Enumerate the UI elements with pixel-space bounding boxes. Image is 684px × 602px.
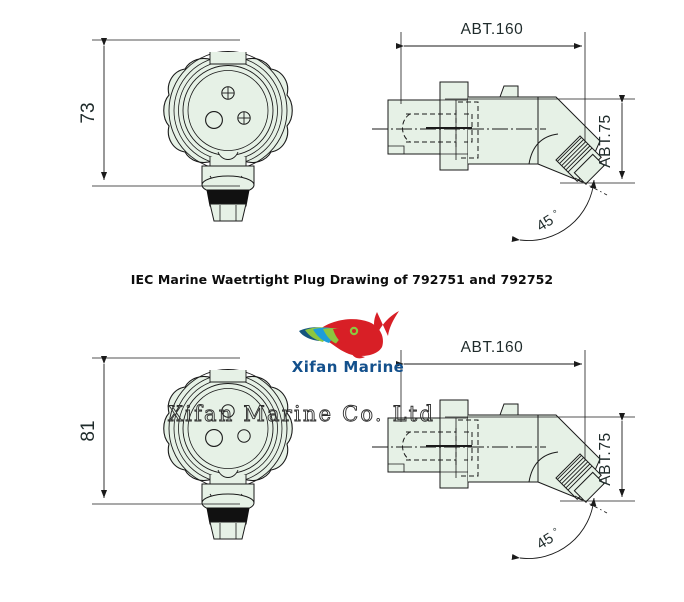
- pin-holes-top: [205, 86, 251, 129]
- dim-label-45-bottom: 45 °: [534, 525, 564, 553]
- pin-holes-bottom: [205, 404, 251, 447]
- plug-front-view-bottom: [163, 368, 293, 540]
- dimension-angle45-bottom: 45 °: [511, 495, 608, 561]
- logo-text: Xifan Marine: [291, 358, 405, 376]
- plug-drawing-792751: 73 ABT.160 ABT.75: [78, 21, 635, 243]
- dimension-abt160-top: ABT.160: [395, 21, 586, 142]
- whale-logo-icon: [299, 311, 399, 359]
- dim-label-81: 81: [78, 420, 99, 441]
- dimension-abt75-bottom: ABT.75: [445, 412, 635, 502]
- drawing-caption: IEC Marine Waetrtight Plug Drawing of 79…: [130, 272, 554, 287]
- dimension-height-81: 81: [78, 355, 240, 505]
- dim-label-abt75-top: ABT.75: [597, 114, 614, 168]
- watermark-company-text: Xifan Marine Co. Ltd: [168, 402, 436, 427]
- dim-label-73: 73: [78, 102, 99, 123]
- dim-label-abt160-top: ABT.160: [461, 21, 524, 38]
- dimension-height-73: 73: [78, 37, 240, 187]
- dimension-abt160-bottom: ABT.160: [395, 339, 586, 460]
- brand-logo: Xifan Marine: [283, 310, 413, 386]
- dim-label-abt160-bottom: ABT.160: [461, 339, 524, 356]
- plug-side-view-top: [371, 81, 608, 188]
- dim-label-45-top: 45 °: [534, 207, 564, 235]
- dim-label-abt75-bottom: ABT.75: [597, 432, 614, 486]
- dimension-abt75-top: ABT.75: [445, 94, 635, 184]
- plug-front-view-top: [163, 50, 293, 222]
- plug-drawing-792752: 81 ABT.160 ABT.75: [78, 339, 635, 561]
